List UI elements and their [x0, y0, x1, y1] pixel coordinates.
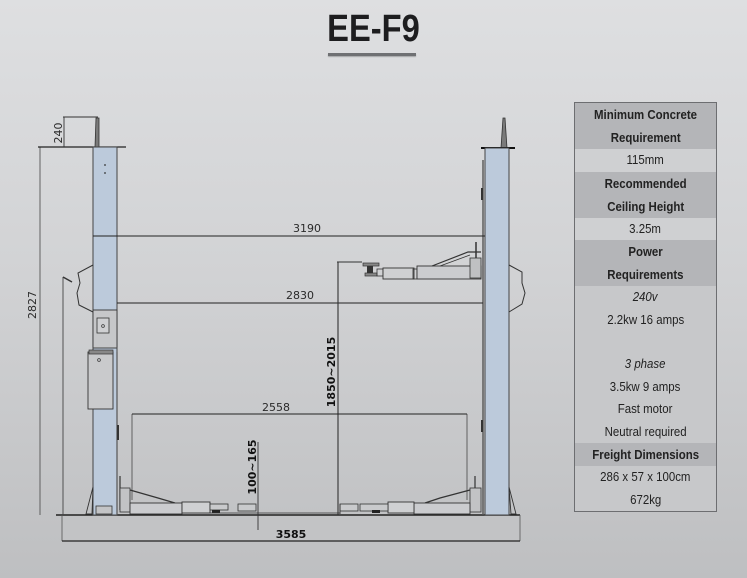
spec-table: Minimum Concrete Requirement 115mm Recom…	[574, 102, 717, 512]
svg-text:100~165: 100~165	[246, 439, 259, 494]
svg-text:2827: 2827	[26, 291, 39, 319]
dimension-width-inner: 2830	[117, 289, 483, 304]
title-underline	[328, 53, 416, 56]
spec-value-freight: 286 x 57 x 100cm 672kg	[575, 466, 716, 511]
svg-text:1850~2015: 1850~2015	[325, 337, 338, 407]
dimension-overall-width: 3585	[62, 528, 520, 542]
left-column	[62, 117, 119, 516]
right-column	[481, 117, 526, 516]
dimension-width-outer: 3190	[93, 222, 485, 237]
spec-heading-freight: Freight Dimensions	[575, 443, 716, 466]
spec-value-concrete: 115mm	[575, 149, 716, 172]
spec-value-ceiling: 3.25m	[575, 217, 716, 240]
svg-text:3190: 3190	[293, 222, 321, 235]
page-title: EE-F9	[327, 8, 420, 50]
lowered-lift-arm-left	[119, 476, 340, 515]
dimension-lift-height: 1850~2015	[325, 261, 362, 515]
lift-diagram: 3585 2827 240	[26, 116, 526, 542]
spacer	[575, 331, 716, 353]
spec-heading-ceiling: Recommended Ceiling Height	[575, 171, 716, 218]
spec-heading-power: Power Requirements	[575, 240, 716, 286]
spec-heading-concrete: Minimum Concrete Requirement	[575, 103, 716, 149]
power-3phase-label: 3 phase	[625, 356, 666, 371]
dimension-pad-height: 100~165	[246, 439, 259, 530]
svg-text:2558: 2558	[262, 401, 290, 414]
svg-text:3585: 3585	[276, 528, 307, 541]
power-240v-label: 240v	[633, 289, 658, 304]
dimension-drive-through: 2558	[131, 401, 468, 500]
svg-text:2830: 2830	[286, 289, 314, 302]
dimension-top-extension: 240	[52, 116, 98, 147]
svg-text:240: 240	[52, 123, 65, 144]
spec-value-power: 240v 2.2kw 16 amps 3 phase 3.5kw 9 amps …	[575, 286, 716, 443]
floor-base	[56, 514, 521, 541]
lowered-lift-arm-right	[339, 476, 482, 515]
raised-lift-arm	[362, 242, 482, 280]
